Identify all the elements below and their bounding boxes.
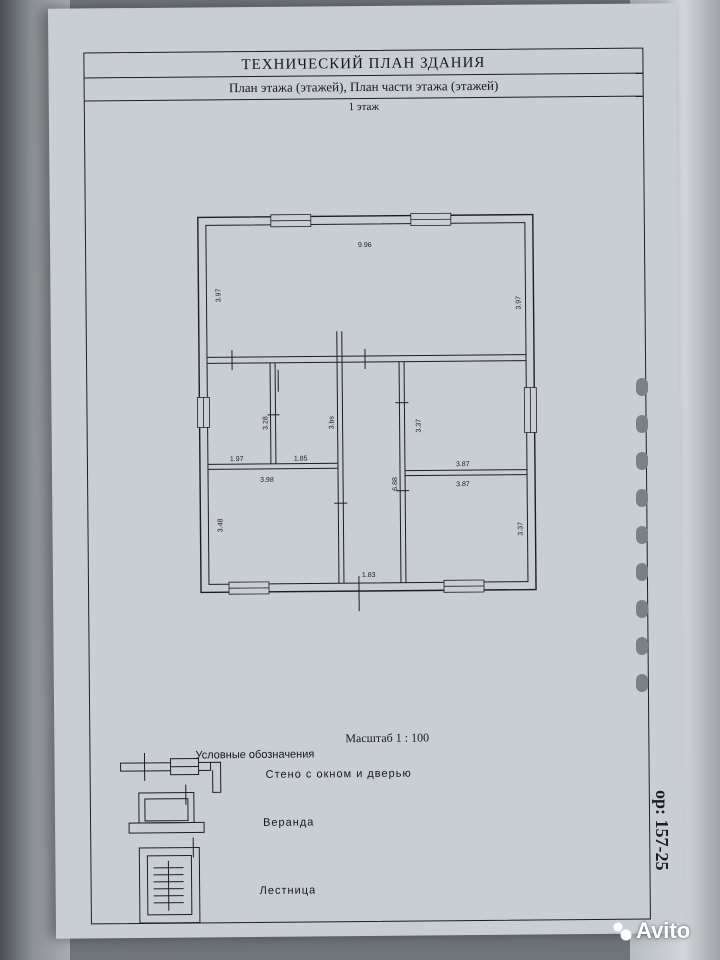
dimension-room-a-width: 1.97 [230,456,244,463]
plan-doors [231,349,410,612]
legend-title: Условные обозначения [195,748,315,762]
dimension-left-top-height: 3.97 [215,289,222,303]
dimension-room-c-height: 3.37 [416,419,423,433]
dimension-top-width: 9.96 [358,242,372,249]
drawing-frame: ТЕХНИЧЕСКИЙ ПЛАН ЗДАНИЯ План этажа (этаж… [83,47,651,925]
dimension-room-d-width-upper: 3.87 [456,461,470,468]
dimension-room-d-width-lower: 3.87 [456,481,470,488]
dimension-room-b-width: 1.85 [294,456,308,463]
plan-walls [197,213,537,594]
watermark-text: Avito [636,918,691,943]
outer-wall-inner [205,222,529,585]
dimension-room-b-height: 3.bs [329,416,336,430]
legend-symbols [120,752,222,924]
side-stamp: ор: 157-25 [652,790,672,871]
avito-watermark: Avito [612,918,690,944]
legend-label-stairs: Лестница [259,884,317,897]
scale-label: Масштаб 1 : 100 [345,730,430,746]
dimension-corridor-length: 6.88 [392,477,399,491]
legend-label-veranda: Веранда [263,816,315,829]
dimension-room-a-height: 3.28 [263,416,270,430]
plan-dimension-labels: 9.96 3.97 3.97 3.28 3.bs 3.37 6.88 1.97 … [215,242,524,579]
avito-logo-icon [612,921,632,941]
document-page: ТЕХНИЧЕСКИЙ ПЛАН ЗДАНИЯ План этажа (этаж… [47,3,685,939]
legend-label-wall: Стено с окном и дверью [265,767,412,781]
stairs-symbol [138,837,201,924]
outer-wall-outline [197,213,537,594]
dimension-room-e-width: 3.98 [260,477,274,484]
veranda-symbol [128,784,205,834]
plan-windows [196,212,538,595]
floor-plan: 9.96 3.97 3.97 3.28 3.bs 3.37 6.88 1.97 … [120,212,538,924]
dimension-right-top-height: 3.97 [515,296,522,310]
dimension-room-e-height: 3.48 [217,519,224,533]
dimension-corridor-width: 1.83 [362,572,376,579]
dimension-room-f-height: 3.37 [517,522,524,536]
wall-window-door-symbol [120,752,222,793]
